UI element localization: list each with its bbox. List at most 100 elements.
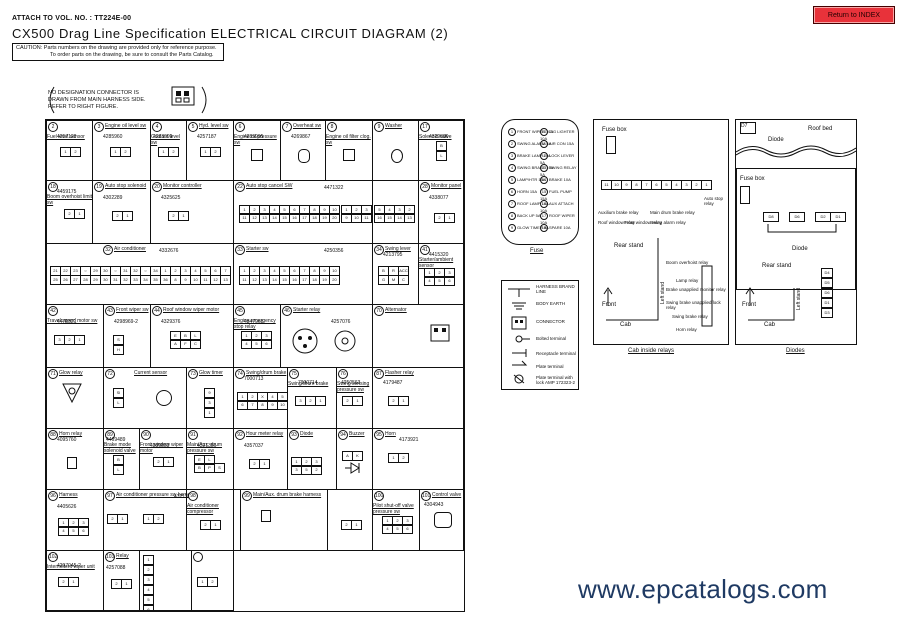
cell-title: Monitor panel [431, 183, 462, 189]
connector-note: NO DESIGNATION CONNECTOR IS DRAWN FROM M… [48, 90, 146, 111]
connector-cell[interactable]: 6Engine oil pressure sw 4285995 [233, 120, 281, 181]
relay-label: Swing brake relay [672, 314, 708, 319]
legend-item: CONNECTOR [536, 319, 565, 324]
connector-cell[interactable]: 8Engine oil filter clog. sw [325, 120, 373, 181]
part-number: 4257076 [331, 319, 351, 325]
part-number: 4469489 [106, 437, 126, 443]
cell-number: 3 [94, 122, 104, 132]
watermark-link[interactable]: www.epcatalogs.com [578, 574, 828, 604]
front-label: Front [602, 302, 617, 308]
part-number: 4329806 [429, 134, 449, 140]
part-number: 4338077 [429, 195, 449, 201]
cell-number: 70 [374, 306, 384, 316]
part-number: 7000714 [298, 380, 318, 386]
cell-number: 101 [421, 491, 431, 501]
note-bracket-right-icon [201, 86, 207, 114]
return-to-index-button[interactable]: Return to INDEX [813, 6, 895, 24]
relay-label: Main drum brake relay [650, 210, 695, 215]
part-number: 4389853 [150, 443, 170, 449]
rear-stand-label: Rear stand [614, 243, 644, 249]
part-number: 4269867 [291, 134, 311, 140]
caution-line-1: CAUTION: Parts numbers on the drawing ar… [16, 45, 217, 51]
cell-number: 71 [48, 369, 58, 379]
part-number: 4250356 [324, 248, 344, 254]
single-pin-connector [67, 457, 77, 469]
legend-item: Plate terminal with lock AMP 172323-2 [536, 375, 575, 385]
cell-title: Swing/drum brake [288, 381, 329, 387]
legend-item: HARNESS BRAND LINE [536, 284, 575, 294]
cell-title: Main/Aux. drum brake harness [253, 492, 322, 498]
cell-title: Engine oil pressure sw [234, 134, 277, 146]
cell-number: 103 [105, 552, 115, 562]
legend-item: Bolted terminal [536, 336, 567, 341]
part-number: 7000713 [244, 376, 264, 382]
